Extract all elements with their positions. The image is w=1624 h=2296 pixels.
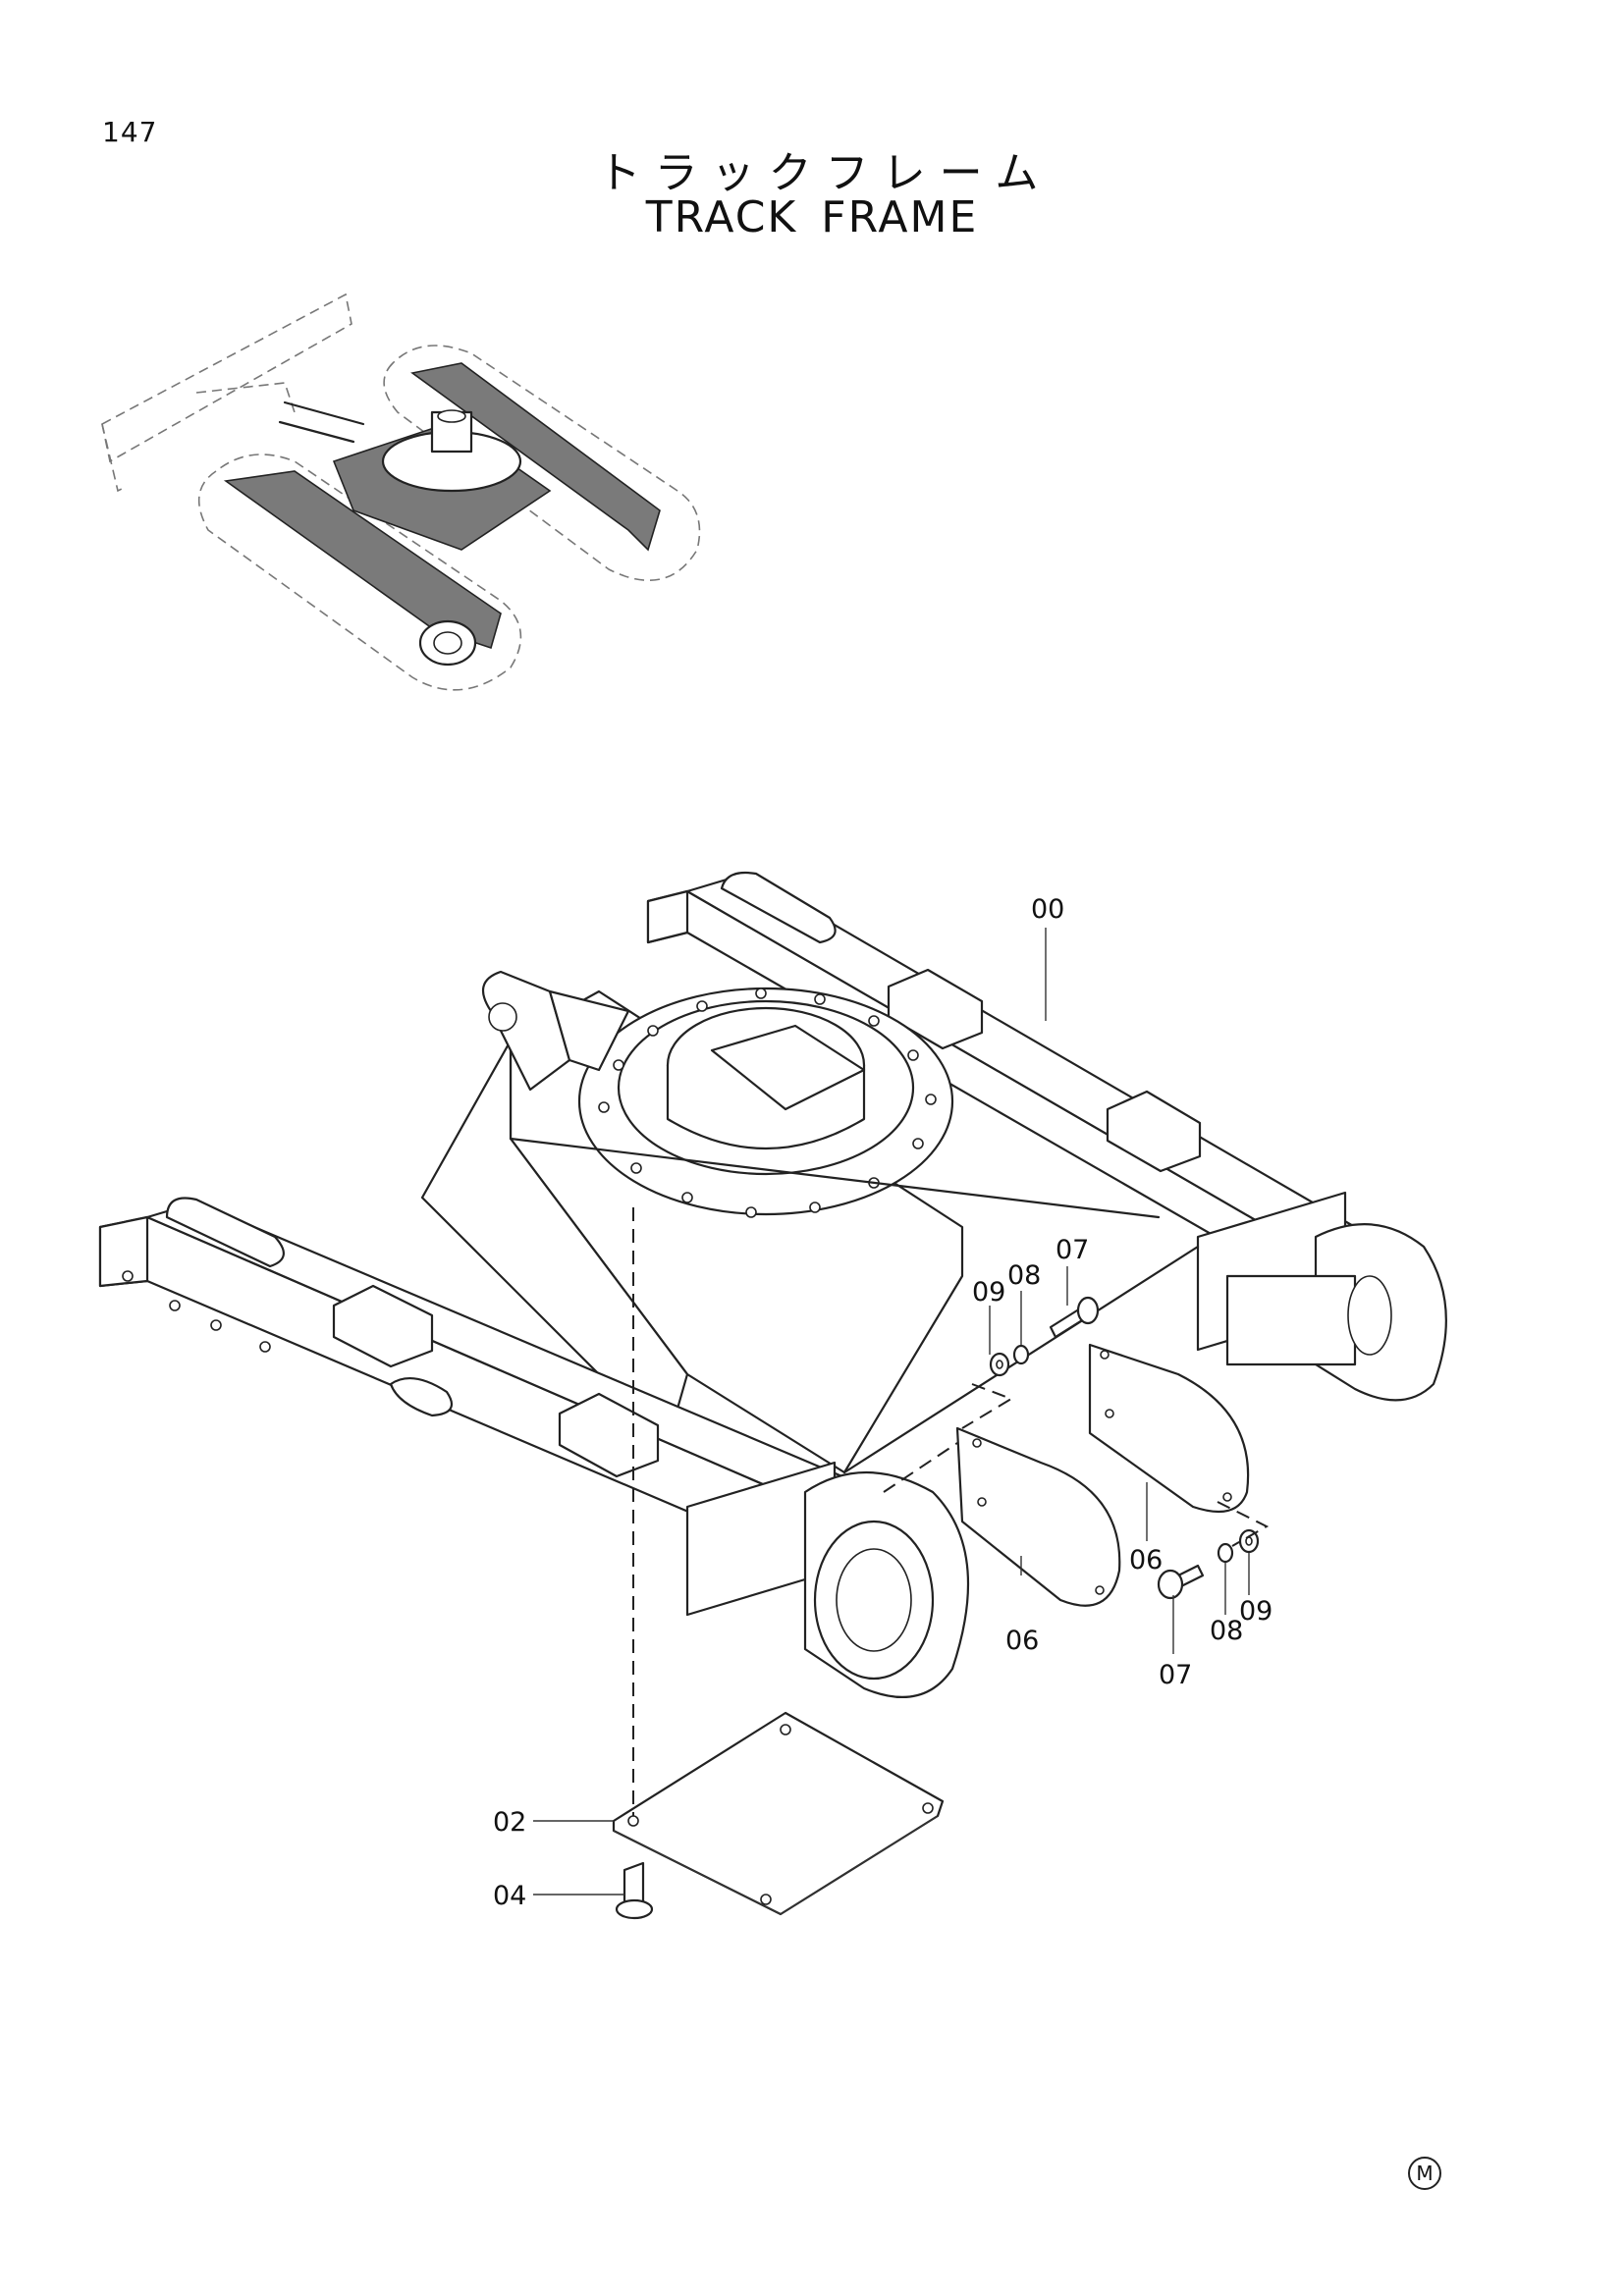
callout-08-upper: 08: [1007, 1260, 1041, 1291]
callout-00: 00: [1031, 894, 1064, 925]
callout-09-upper: 09: [972, 1277, 1005, 1308]
track-frame-main-body: [98, 871, 1447, 1699]
callout-08-lower: 08: [1210, 1616, 1243, 1646]
page-title-english: TRACK FRAME: [0, 192, 1624, 242]
registered-mark: M: [1408, 2157, 1441, 2190]
bolt-07-upper: [1049, 1296, 1100, 1339]
page-title-japanese: トラックフレーム: [597, 148, 1053, 198]
callout-09-lower: 09: [1239, 1596, 1272, 1627]
callout-06-front: 06: [1005, 1626, 1039, 1656]
washers-08-09: [989, 1344, 1260, 1564]
callout-02: 02: [493, 1807, 526, 1838]
callout-06-rear: 06: [1129, 1545, 1163, 1575]
title-word-2: FRAME: [821, 192, 979, 242]
callout-04: 04: [493, 1881, 526, 1911]
side-cover-rear: [1088, 1343, 1250, 1514]
side-cover-front: [955, 1426, 1121, 1607]
inset-undercarriage-illustration: [101, 293, 701, 691]
page-number: 147: [102, 116, 158, 148]
callout-07-lower: 07: [1159, 1660, 1192, 1690]
callout-07-upper: 07: [1056, 1235, 1089, 1265]
title-word-1: TRACK: [645, 192, 798, 242]
bearing-bolt-holes: [598, 988, 937, 1218]
under-cover-plate: [612, 1711, 945, 1916]
leader-lines: [533, 928, 1250, 1896]
bolt-07-lower: [1157, 1564, 1205, 1600]
bolt-04: [615, 1861, 654, 1920]
